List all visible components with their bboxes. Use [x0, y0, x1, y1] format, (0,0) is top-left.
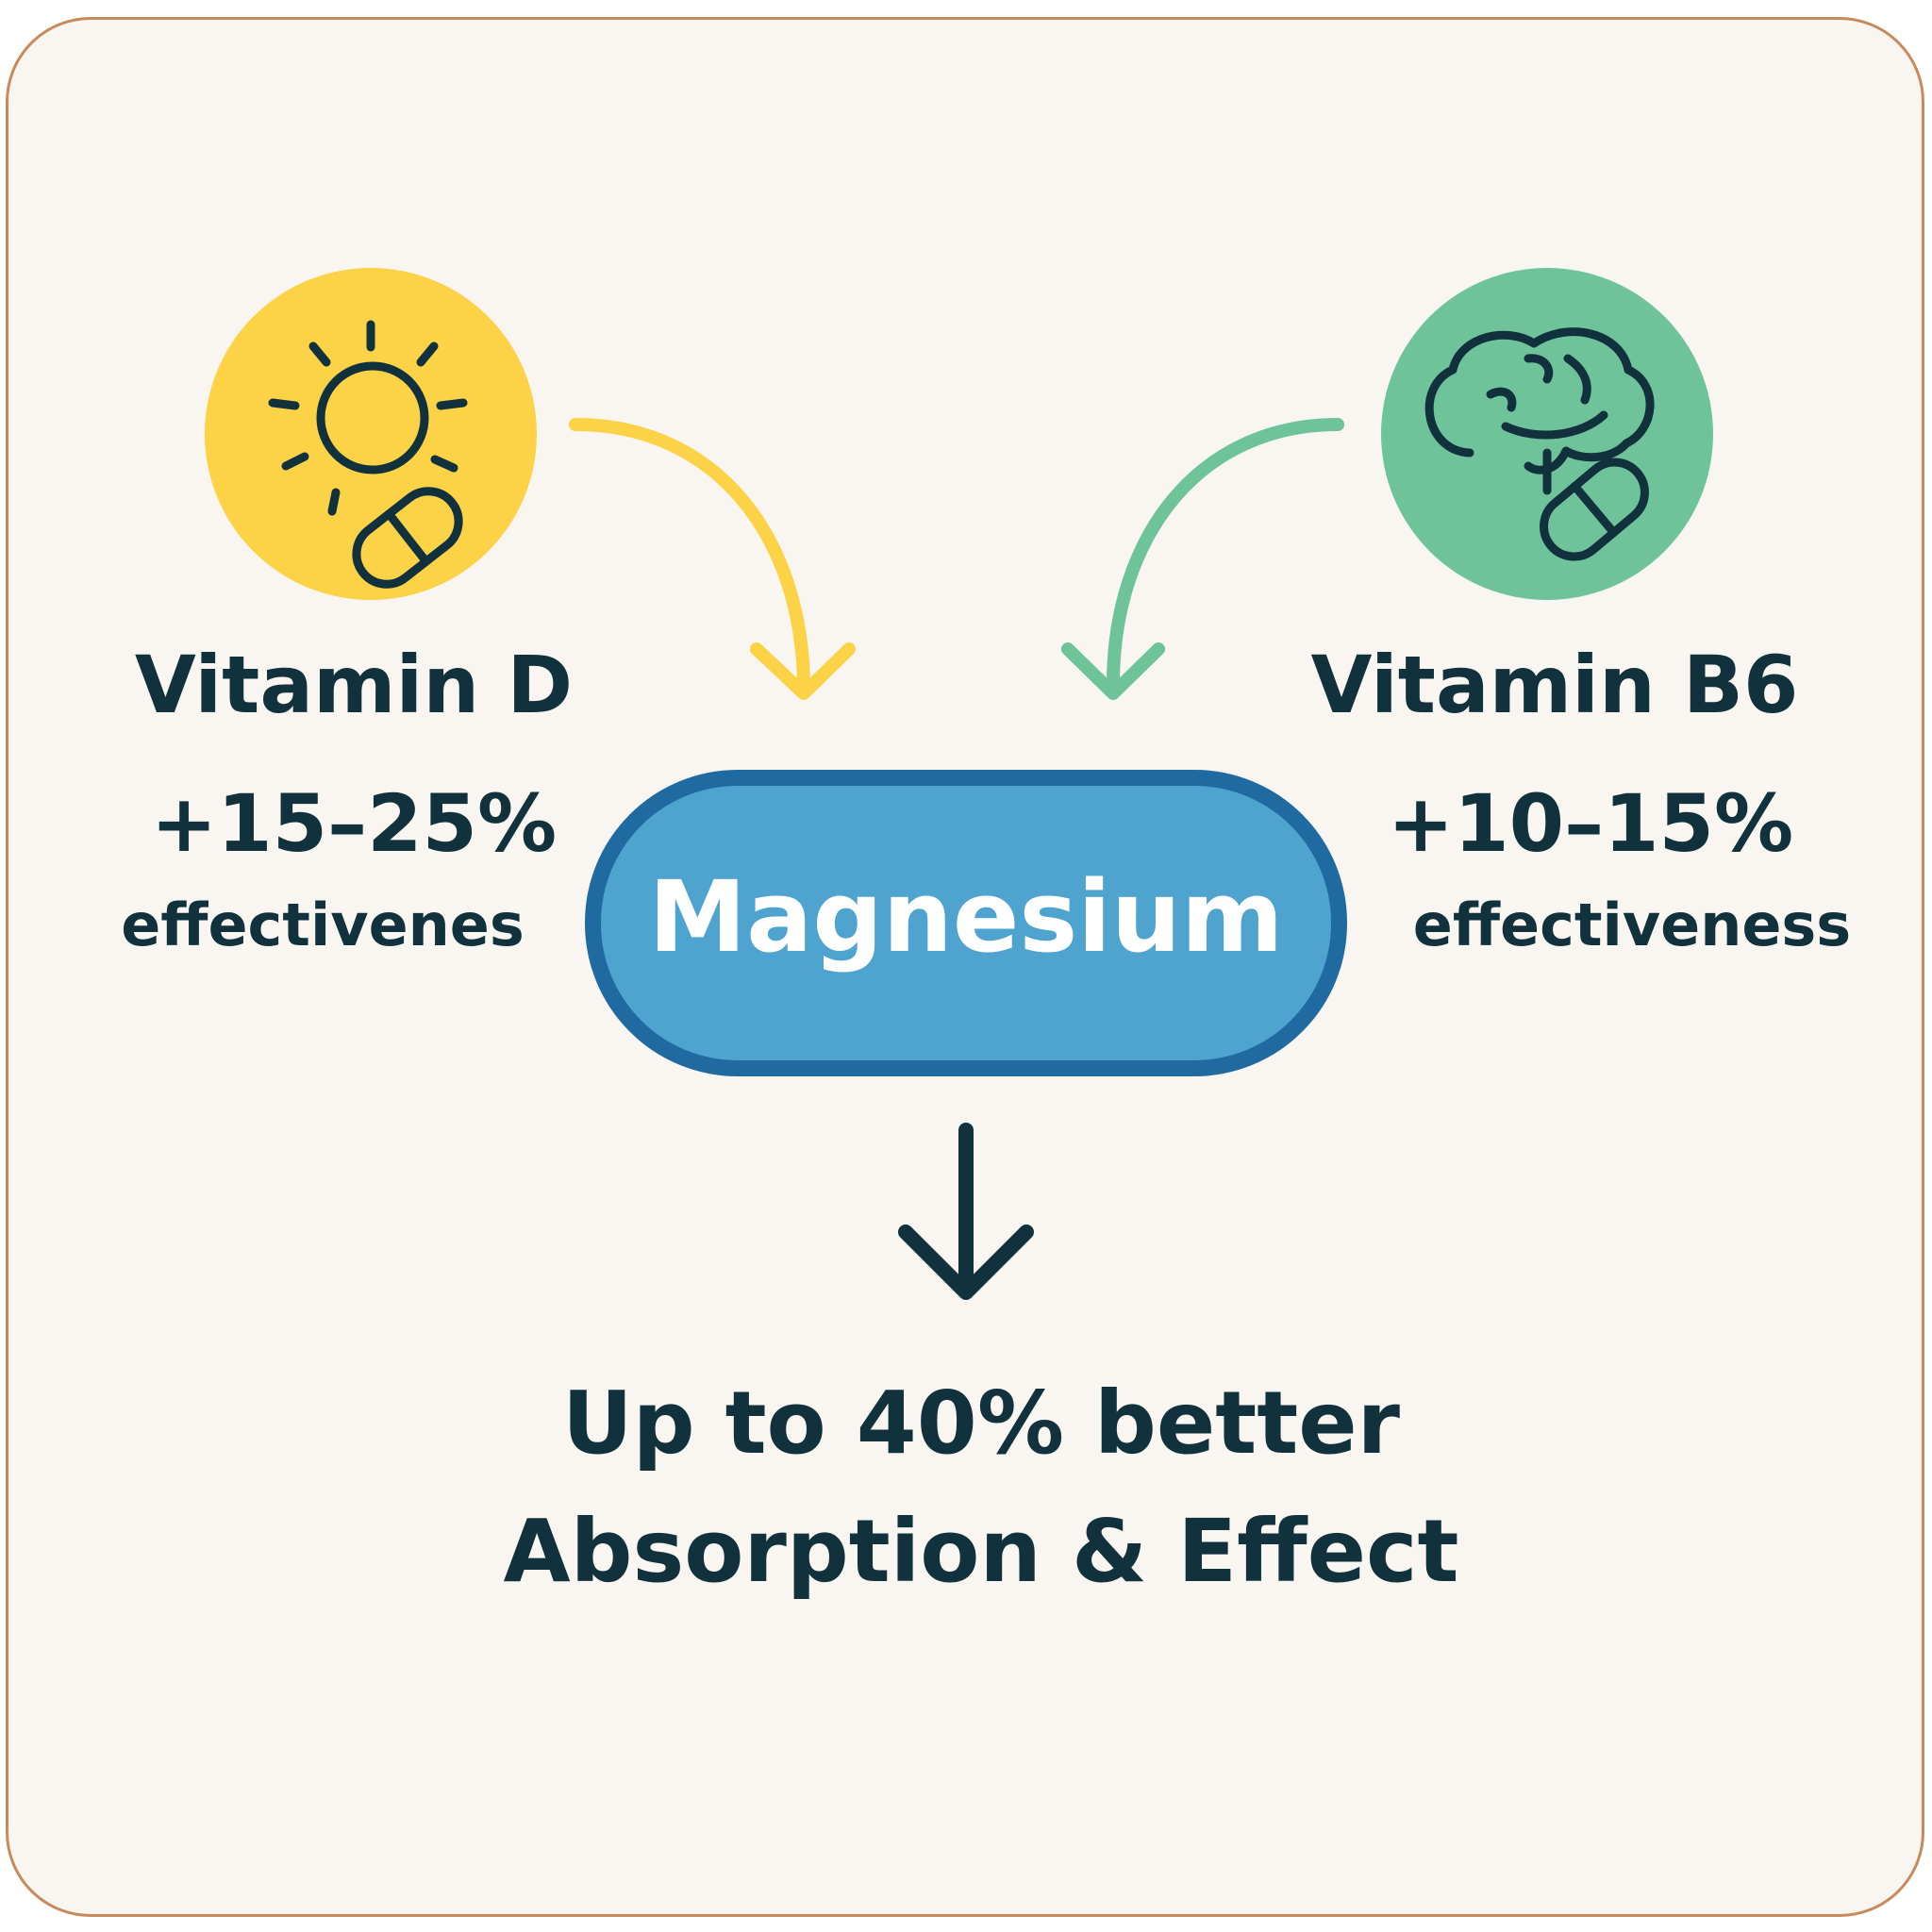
result-line-2: Absorption & Effect [503, 1501, 1458, 1602]
result-arrow [898, 1123, 1034, 1300]
vitamin-b6-arrow [1061, 418, 1344, 700]
vitamin-d-arrow [569, 418, 856, 700]
brain-with-capsule-icon [1424, 327, 1655, 561]
magnesium-pill [601, 786, 1331, 1060]
vitamin-d-boost: +15–25% [151, 777, 557, 870]
sun-with-capsule-icon [268, 320, 468, 589]
vitamin-b6-name: Vitamin B6 [1310, 639, 1798, 731]
vitamin-d-name: Vitamin D [135, 639, 573, 731]
vitamin-d-node: Vitamin D +15–25% effectivenes [121, 268, 573, 959]
vitamin-d-boost-caption: effectivenes [121, 891, 525, 959]
vitamin-b6-boost-caption: effectiveness [1413, 891, 1851, 959]
vitamin-d-circle [205, 268, 537, 600]
result-line-1: Up to 40% better [562, 1373, 1401, 1474]
vitamin-b6-node: Vitamin B6 +10–15% effectiveness [1310, 268, 1851, 959]
vitamin-b6-boost: +10–15% [1388, 777, 1793, 870]
magnesium-label: Magnesium [649, 859, 1284, 974]
magnesium-node: Magnesium [585, 770, 1347, 1076]
